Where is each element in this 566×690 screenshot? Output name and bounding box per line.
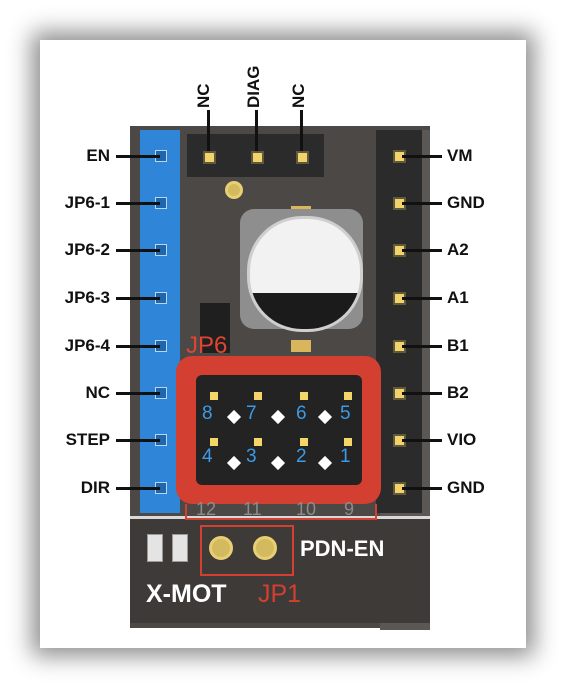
jp6-pin [300, 392, 308, 400]
board-label: X-MOT [146, 580, 227, 608]
jp6-hidden-pin-number: 12 [196, 499, 217, 519]
jp6-label: JP6 [186, 332, 228, 359]
top-pin [203, 151, 216, 164]
left-pin-label: JP6-4 [64, 336, 110, 355]
jp6-pin-number: 2 [296, 446, 307, 467]
jp6-pin-number: 7 [246, 403, 257, 424]
left-pin-label: STEP [65, 430, 110, 449]
right-pin-lead [402, 202, 442, 205]
smd-resistor [147, 534, 163, 562]
left-pin-lead [116, 155, 160, 158]
left-pin-lead [116, 345, 160, 348]
jp6-pin-number: 3 [246, 446, 257, 467]
left-pin-lead [116, 392, 160, 395]
left-pin-label: NC [85, 383, 110, 402]
left-pin-label: DIR [80, 478, 110, 497]
right-pin-lead [402, 249, 442, 252]
jp6-pin [344, 392, 352, 400]
right-pin-lead [402, 297, 442, 300]
small-ic [200, 303, 230, 353]
capacitor-polarity-band [250, 293, 360, 329]
jp6-hidden-pin-number: 11 [243, 499, 262, 519]
right-pin-label: GND [447, 193, 485, 212]
right-pin-lead [402, 155, 442, 158]
jp1-pad [209, 536, 233, 560]
right-pin-lead [402, 392, 442, 395]
jp6-pin-number: 1 [340, 446, 351, 467]
pcb-lower-area [130, 516, 430, 623]
right-pin-lead [402, 345, 442, 348]
top-pin-label: NC [194, 83, 213, 108]
smd-resistor [172, 534, 188, 562]
jp6-pin-number: 8 [202, 403, 213, 424]
jp6-pin [254, 392, 262, 400]
left-pin-lead [116, 439, 160, 442]
top-pin [296, 151, 309, 164]
pdn-en-label: PDN-EN [300, 536, 385, 561]
jp6-pin [300, 438, 308, 446]
jp6-pin-number: 4 [202, 446, 213, 467]
right-pin-label: B1 [447, 336, 469, 355]
left-pin-label: EN [86, 146, 110, 165]
jp6-pin [254, 438, 262, 446]
right-pin-lead [402, 487, 442, 490]
via [225, 181, 243, 199]
top-pin-lead [207, 110, 210, 154]
top-pin-lead [255, 110, 258, 154]
jp1-label: JP1 [258, 580, 302, 608]
right-pin-label: B2 [447, 383, 469, 402]
right-pin-label: A1 [447, 288, 469, 307]
jp6-pin [210, 438, 218, 446]
right-pin-lead [402, 439, 442, 442]
jp6-pin [344, 438, 352, 446]
cap-pad-bottom [291, 340, 311, 352]
jp6-pin-number: 6 [296, 403, 307, 424]
left-pin-lead [116, 249, 160, 252]
right-pin-label: VM [447, 146, 473, 165]
top-pin-lead [300, 110, 303, 154]
left-pin-lead [116, 202, 160, 205]
top-pin-label: NC [289, 83, 308, 108]
right-pin-label: A2 [447, 240, 469, 259]
right-pin-label: VIO [447, 430, 477, 449]
top-pin [251, 151, 264, 164]
jp1-outline [200, 525, 294, 576]
left-pin-label: JP6-1 [64, 193, 110, 212]
right-pin-header [376, 130, 422, 513]
jp6-pin-number: 5 [340, 403, 351, 424]
left-pin-label: JP6-2 [64, 240, 110, 259]
top-pin-label: DIAG [244, 65, 263, 109]
jp1-pad [253, 536, 277, 560]
jp6-lower-outline [185, 504, 377, 520]
left-pin-lead [116, 297, 160, 300]
jp6-hidden-pin-number: 10 [296, 499, 317, 519]
right-pin-label: GND [447, 478, 485, 497]
left-pin-lead [116, 487, 160, 490]
jp6-hidden-pin-number: 9 [344, 499, 355, 519]
jp6-pin [210, 392, 218, 400]
left-pin-label: JP6-3 [64, 288, 110, 307]
capacitor [247, 216, 363, 332]
left-pin-header [140, 130, 180, 513]
